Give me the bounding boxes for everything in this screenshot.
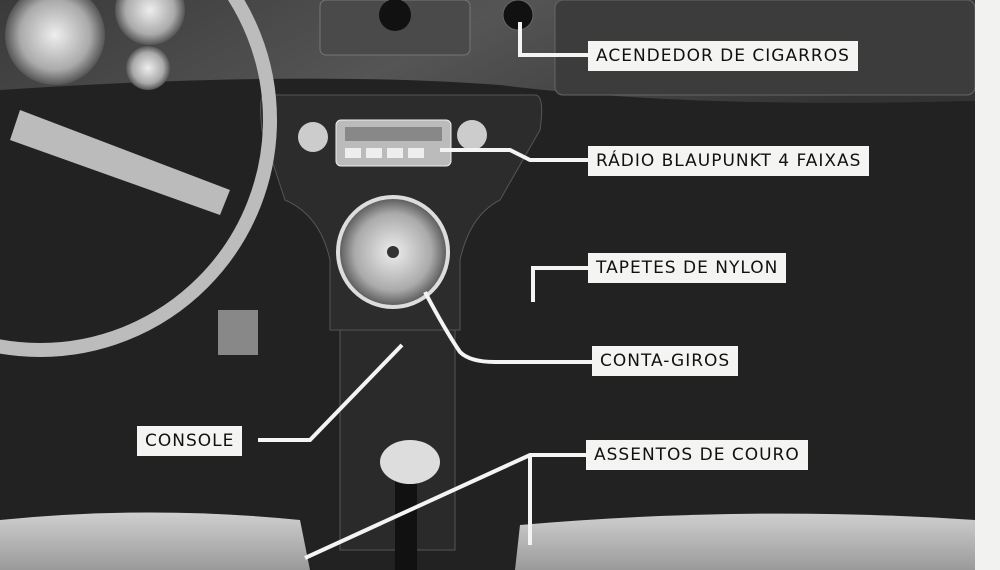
steering-wheel [0, 0, 277, 357]
driver-seat [0, 512, 310, 570]
radio-dial [345, 127, 442, 141]
label-radio: RÁDIO BLAUPUNKT 4 FAIXAS [588, 146, 870, 176]
label-console: CONSOLE [137, 426, 243, 456]
radio [335, 119, 452, 167]
page-margin [975, 0, 1000, 570]
passenger-seat [515, 513, 975, 570]
pedal [218, 310, 258, 355]
speedometer [5, 0, 105, 85]
label-cigarette-lighter: ACENDEDOR DE CIGARROS [588, 41, 858, 71]
dash-knob [379, 0, 411, 31]
gear-lever [395, 480, 417, 570]
gear-knob [380, 440, 440, 484]
label-seats: ASSENTOS DE COURO [586, 440, 808, 470]
radio-knob-right [457, 120, 487, 150]
label-carpets: TAPETES DE NYLON [588, 253, 787, 283]
steering-spoke [10, 110, 230, 215]
label-tachometer: CONTA-GIROS [592, 346, 739, 376]
leader-lines [258, 22, 594, 560]
radio-knob-left [298, 122, 328, 152]
